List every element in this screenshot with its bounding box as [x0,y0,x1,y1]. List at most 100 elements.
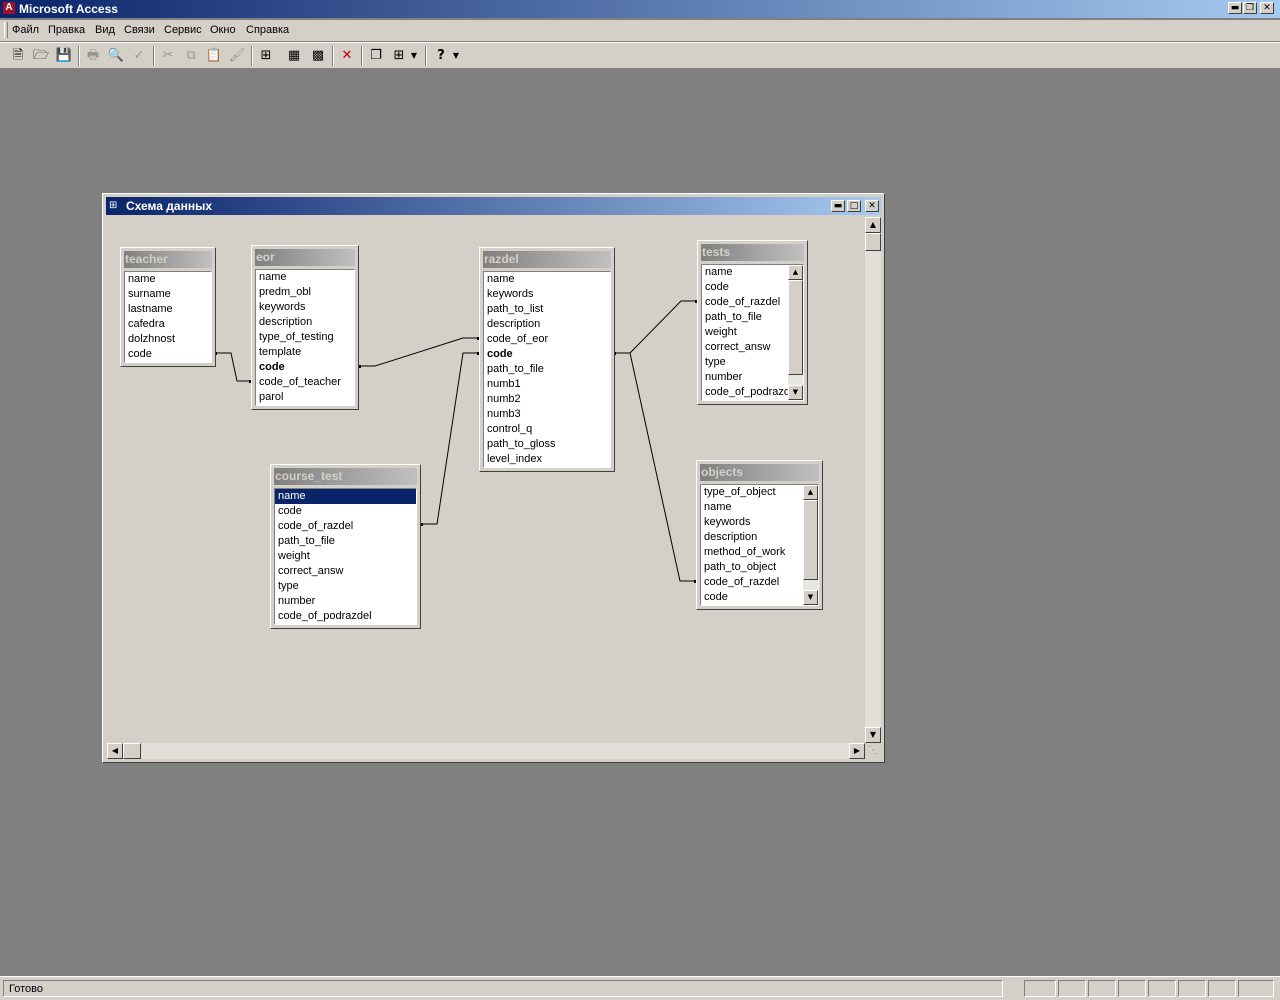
restore-icon[interactable]: ❐ [1243,2,1257,14]
spelling-icon[interactable]: ✓ [133,48,145,63]
field-item[interactable]: type_of_testing [259,331,334,343]
field-list[interactable]: name predm_obl keywords description type… [255,269,355,406]
field-item[interactable]: description [704,531,758,543]
scroll-down-icon[interactable]: ▼ [865,727,881,743]
window-maximize-icon[interactable]: □ [847,200,861,212]
field-item[interactable]: name [487,273,515,285]
field-item[interactable]: type [705,356,726,368]
field-item[interactable]: code_of_eor [487,333,549,345]
field-item[interactable]: predm_obl [259,286,311,298]
format-painter-icon[interactable]: 🖌 [228,48,246,63]
field-list[interactable]: type_of_object name keywords description… [700,484,819,606]
table-tests[interactable]: tests name code code_of_razdel path_to_f… [697,240,808,405]
field-item[interactable]: path_to_file [705,311,762,323]
field-item[interactable]: code [128,348,152,360]
relationships-window-icon[interactable]: ⊞ [109,200,118,211]
field-item[interactable]: keywords [487,288,534,300]
field-item[interactable]: code [278,505,302,517]
window-close-icon[interactable]: ✕ [865,200,879,212]
field-item[interactable]: code_of_razdel [705,296,781,308]
field-item[interactable]: parol [259,391,284,403]
access-app-icon[interactable]: A [3,2,15,14]
field-item[interactable]: path_to_file [487,363,544,375]
window-minimize-icon[interactable]: ▬ [831,200,845,212]
delete-icon[interactable]: ✕ [341,48,353,63]
field-list[interactable]: name surname lastname cafedra dolzhnost … [124,271,212,363]
field-item[interactable]: code_of_teacher [259,376,341,388]
field-item[interactable]: description [259,316,313,328]
field-list[interactable]: name code code_of_razdel path_to_file we… [701,264,804,401]
field-item-primary-key[interactable]: code [259,361,285,373]
paste-icon[interactable]: 📋 [205,48,223,63]
field-item[interactable]: path_to_object [704,561,777,573]
field-item[interactable]: code_of_podrazdel [705,386,799,398]
menu-grip[interactable] [4,22,8,38]
field-list-scrollbar[interactable]: ▲ ▼ [788,265,803,400]
field-item[interactable]: keywords [259,301,306,313]
field-item-primary-key[interactable]: code [487,348,513,360]
close-icon[interactable]: ✕ [1260,2,1274,14]
scroll-thumb[interactable] [803,500,818,580]
scroll-right-icon[interactable]: ▶ [849,743,865,759]
database-window-icon[interactable]: ❐ [370,48,382,63]
window-vertical-scrollbar[interactable]: ▲ ▼ [865,217,881,743]
menu-file[interactable]: Файл [12,24,40,36]
resize-grip-icon[interactable]: ⋱ [865,743,881,759]
window-horizontal-scrollbar[interactable]: ◀ ▶ [107,743,865,759]
copy-icon[interactable]: ⧉ [186,48,196,63]
table-eor[interactable]: eor name predm_obl keywords description … [251,245,359,410]
print-icon[interactable]: 🖶 [86,48,100,63]
field-item[interactable]: code [704,591,728,603]
field-item[interactable]: weight [705,326,737,338]
table-objects[interactable]: objects type_of_object name keywords des… [696,460,823,610]
scroll-left-icon[interactable]: ◀ [107,743,123,759]
field-item[interactable]: weight [278,550,310,562]
field-item[interactable]: code_of_podrazdel [278,610,372,622]
menu-edit[interactable]: Правка [48,24,86,36]
field-item[interactable]: path_to_gloss [487,438,556,450]
field-item[interactable]: method_of_work [704,546,786,558]
table-title[interactable]: tests [701,244,804,261]
field-list-scrollbar[interactable]: ▲ ▼ [803,485,818,605]
scroll-thumb[interactable] [788,280,803,375]
window-title-bar[interactable]: ⊞ Схема данных ▬ □ ✕ [106,197,881,215]
table-title[interactable]: razdel [483,251,611,268]
field-item[interactable]: name [128,273,156,285]
print-preview-icon[interactable]: 🔍 [107,48,125,63]
field-item[interactable]: type_of_object [704,486,776,498]
menu-help[interactable]: Справка [246,24,290,36]
field-item[interactable]: template [259,346,302,358]
new-object-icon[interactable]: ⊞ [393,48,405,63]
scroll-down-icon[interactable]: ▼ [788,385,803,400]
field-item[interactable]: name [259,271,287,283]
table-title[interactable]: eor [255,249,355,266]
field-list[interactable]: name code code_of_razdel path_to_file we… [274,488,417,625]
field-item[interactable]: correct_answ [278,565,344,577]
scroll-up-icon[interactable]: ▲ [788,265,803,280]
field-item[interactable]: number [278,595,316,607]
field-item[interactable]: surname [128,288,171,300]
field-item[interactable]: number [705,371,743,383]
table-razdel[interactable]: razdel name keywords path_to_list descri… [479,247,615,472]
menu-view[interactable]: Вид [95,24,115,36]
field-item[interactable]: description [487,318,541,330]
field-item[interactable]: correct_answ [705,341,771,353]
new-icon[interactable]: 🗎 [12,48,24,63]
field-item[interactable]: type [278,580,299,592]
field-item[interactable]: level_index [487,453,543,465]
cut-icon[interactable]: ✂ [162,48,174,63]
table-course-test[interactable]: course_test name code code_of_razdel pat… [270,464,421,629]
field-item[interactable]: numb3 [487,408,521,420]
field-item[interactable]: name [705,266,733,278]
field-item[interactable]: name [704,501,732,513]
table-title[interactable]: objects [700,464,819,481]
field-item[interactable]: code_of_razdel [704,576,780,588]
show-all-icon[interactable]: ▩ [311,48,325,63]
new-object-dropdown-icon[interactable]: ▼ [410,51,418,60]
menu-tools[interactable]: Сервис [164,24,202,36]
menu-relations[interactable]: Связи [124,24,155,36]
field-item[interactable]: lastname [128,303,173,315]
field-item[interactable]: keywords [704,516,751,528]
minimize-icon[interactable]: ▬ [1228,2,1242,14]
field-item-selected[interactable]: name [275,489,416,504]
